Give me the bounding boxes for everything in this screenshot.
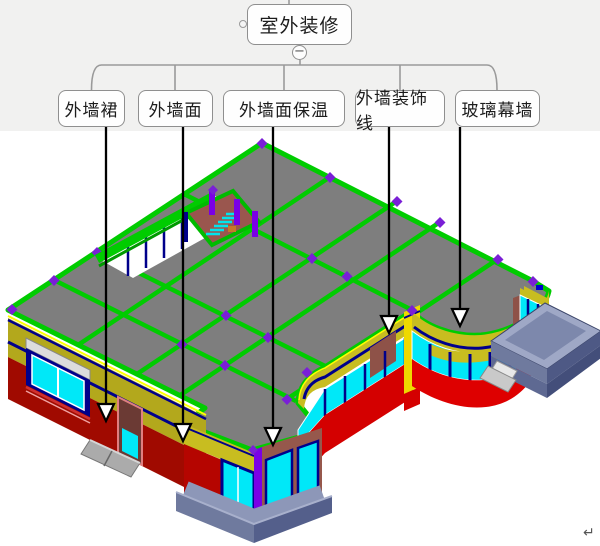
box-glass-curtain-wall: 玻璃幕墙	[455, 90, 540, 127]
box-wall-surface: 外墙面	[138, 90, 213, 127]
terrace-platform	[479, 302, 600, 398]
stairwell-structure	[94, 185, 263, 278]
arrowhead-icon	[96, 402, 116, 424]
front-bay	[175, 305, 418, 543]
collapse-button[interactable]: −	[292, 45, 307, 60]
arrowhead-icon	[173, 422, 193, 444]
root-box-label: 室外装修	[259, 16, 340, 37]
box-wall-trim-line: 外墙装饰线	[355, 89, 445, 133]
arrowhead-icon	[263, 426, 283, 448]
box-wall-surface-label: 外墙面	[148, 101, 203, 120]
bay-plinth-rim	[183, 481, 325, 524]
root-box-exterior-decoration: 室外装修	[247, 4, 352, 45]
facade-window	[25, 337, 91, 424]
southeast-skirt-red	[298, 359, 413, 483]
box-glass-curtain-wall-label: 玻璃幕墙	[461, 101, 534, 120]
paragraph-return-mark: ↵	[583, 525, 595, 541]
arrowhead-icon	[450, 307, 470, 329]
decorative-trim-line	[302, 319, 414, 400]
box-wall-insulation-label: 外墙面保温	[239, 101, 329, 120]
entrance-door	[117, 395, 143, 467]
curved-skirt-red	[412, 352, 531, 408]
box-wall-trim-line-label: 外墙装饰线	[356, 88, 428, 133]
attach-point-icon	[239, 20, 247, 28]
box-wall-skirt-label: 外墙裙	[64, 101, 119, 120]
box-wall-skirt: 外墙裙	[58, 90, 125, 127]
entrance-ramp	[80, 439, 141, 478]
box-wall-insulation: 外墙面保温	[223, 90, 345, 127]
terrace-step	[479, 365, 517, 393]
column-node-icons	[6, 138, 539, 405]
stairs	[206, 212, 240, 236]
arrowhead-icon	[379, 314, 399, 336]
